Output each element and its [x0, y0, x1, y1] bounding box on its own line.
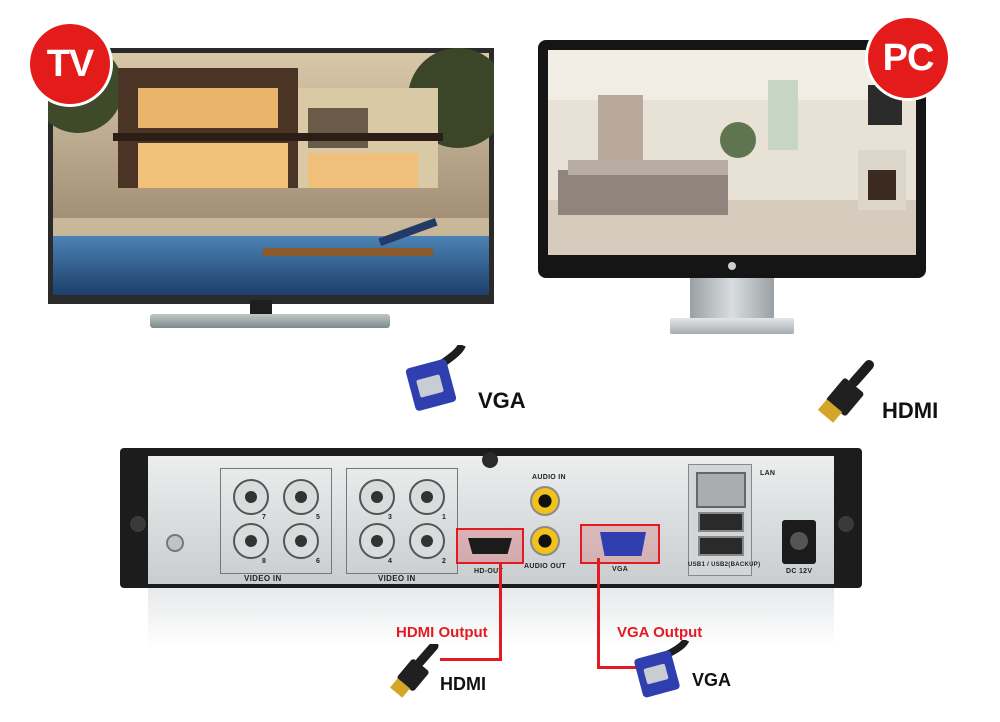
tv-badge: TV — [30, 24, 110, 104]
bnc-number: 4 — [388, 558, 393, 565]
vga-connector-icon-bottom — [632, 638, 692, 700]
screw-icon — [130, 516, 146, 532]
video-in-label-right: VIDEO IN — [378, 574, 416, 583]
audio-in-port — [530, 486, 560, 516]
usb-label: USB1 / USB2(BACKUP) — [688, 562, 761, 568]
top-vga-label: VGA — [478, 388, 526, 413]
tv-screen-illustration — [33, 43, 508, 304]
hdmi-port — [468, 538, 512, 554]
bottom-vga-label: VGA — [692, 670, 732, 690]
bnc-number: 7 — [262, 514, 267, 521]
bnc-number: 3 — [388, 514, 393, 521]
hdmi-callout-line-vertical — [499, 564, 502, 660]
hdmi-callout-line-horizontal — [440, 658, 502, 661]
hd-out-label: HD-OUT — [474, 568, 504, 575]
top-hdmi-label: HDMI — [882, 398, 939, 423]
video-in-label-left: VIDEO IN — [244, 574, 282, 583]
vga-port — [600, 532, 646, 556]
lan-label: LAN — [760, 470, 776, 477]
pc-monitor — [538, 40, 926, 278]
bnc-number: 5 — [316, 514, 321, 521]
tv-stand-base — [150, 314, 390, 328]
screw-icon — [482, 452, 498, 468]
pc-screen-illustration — [548, 50, 916, 270]
audio-in-label: AUDIO IN — [532, 474, 566, 481]
bnc-number: 6 — [316, 558, 321, 565]
pc-monitor-base — [670, 318, 794, 334]
lan-port — [696, 472, 746, 508]
hdmi-connector-icon — [814, 360, 884, 430]
pc-badge: PC — [868, 18, 948, 98]
screw-icon — [838, 516, 854, 532]
pc-monitor-stand — [690, 278, 774, 324]
hdmi-output-label: HDMI Output — [396, 624, 488, 641]
vga-callout-line-horizontal — [597, 666, 645, 669]
vga-callout-line-vertical — [597, 558, 600, 668]
bnc-group-right — [346, 468, 458, 574]
ground-icon — [166, 534, 184, 552]
bnc-number: 1 — [442, 514, 447, 521]
bnc-group-left — [220, 468, 332, 574]
bnc-number: 2 — [442, 558, 447, 565]
vga-port-label: VGA — [612, 566, 629, 573]
dc-port-socket — [790, 532, 808, 550]
usb-port-1 — [698, 512, 744, 532]
bnc-number: 8 — [262, 558, 267, 565]
vga-connector-icon — [400, 343, 470, 415]
audio-out-label: AUDIO OUT — [524, 563, 566, 570]
tv-display — [33, 43, 508, 304]
usb-port-2 — [698, 536, 744, 556]
bottom-hdmi-label: HDMI — [440, 674, 486, 694]
audio-out-port — [530, 526, 560, 556]
hdmi-connector-icon-bottom — [388, 641, 442, 704]
vga-output-label: VGA Output — [617, 624, 703, 641]
dvr-reflection — [148, 588, 834, 648]
dc-label: DC 12V — [786, 568, 813, 575]
